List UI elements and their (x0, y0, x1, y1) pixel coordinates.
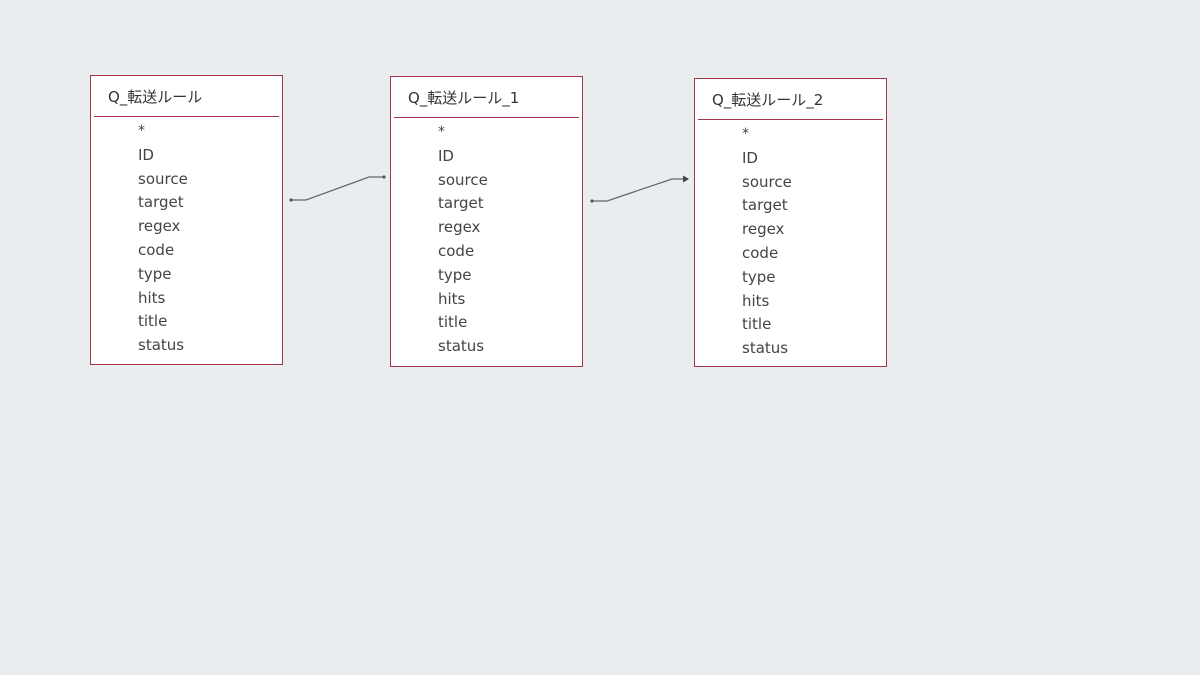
field-item-title[interactable]: title (438, 313, 468, 332)
field-item-hits[interactable]: hits (138, 288, 166, 307)
field-item-type[interactable]: type (742, 267, 776, 286)
field-item-regex[interactable]: regex (742, 220, 785, 239)
field-list-title[interactable]: Q_転送ルール_2 (712, 91, 824, 109)
field-item-type[interactable]: type (438, 265, 472, 284)
title-divider (94, 116, 279, 117)
field-list-q-tensou-rule-2[interactable]: Q_転送ルール_2 * ID source target regex code … (694, 78, 887, 367)
field-item-type[interactable]: type (138, 264, 172, 283)
field-item-regex[interactable]: regex (438, 218, 481, 237)
field-item-hits[interactable]: hits (742, 291, 770, 310)
field-item-id[interactable]: ID (138, 145, 154, 164)
field-item-title[interactable]: title (138, 312, 168, 331)
field-item-id[interactable]: ID (438, 146, 454, 165)
join-line-1[interactable] (289, 175, 386, 202)
field-list-q-tensou-rule-1[interactable]: Q_転送ルール_1 * ID source target regex code … (390, 76, 583, 367)
field-items: * ID source target regex code type hits … (695, 120, 886, 365)
field-item-id[interactable]: ID (742, 148, 758, 167)
field-item-status[interactable]: status (438, 337, 485, 356)
field-item-all[interactable]: * (138, 123, 145, 139)
title-divider (698, 119, 883, 120)
field-item-hits[interactable]: hits (438, 289, 466, 308)
field-item-target[interactable]: target (138, 193, 184, 212)
field-item-code[interactable]: code (138, 240, 175, 259)
field-item-target[interactable]: target (438, 194, 484, 213)
field-item-all[interactable]: * (438, 124, 445, 140)
field-item-source[interactable]: source (438, 170, 488, 189)
field-items: * ID source target regex code type hits … (91, 117, 282, 362)
field-item-code[interactable]: code (438, 241, 475, 260)
field-list-title[interactable]: Q_転送ルール (108, 88, 203, 106)
field-item-regex[interactable]: regex (138, 217, 181, 236)
field-item-title[interactable]: title (742, 315, 772, 334)
field-item-status[interactable]: status (742, 339, 789, 358)
field-item-source[interactable]: source (138, 169, 188, 188)
join-line-2[interactable] (590, 175, 689, 203)
field-list-q-tensou-rule[interactable]: Q_転送ルール * ID source target regex code ty… (90, 75, 283, 365)
field-list-title[interactable]: Q_転送ルール_1 (408, 89, 520, 107)
title-divider (394, 117, 579, 118)
field-item-status[interactable]: status (138, 336, 185, 355)
field-items: * ID source target regex code type hits … (391, 118, 582, 363)
field-item-all[interactable]: * (742, 126, 749, 142)
field-item-target[interactable]: target (742, 196, 788, 215)
field-item-source[interactable]: source (742, 172, 792, 191)
field-item-code[interactable]: code (742, 243, 779, 262)
